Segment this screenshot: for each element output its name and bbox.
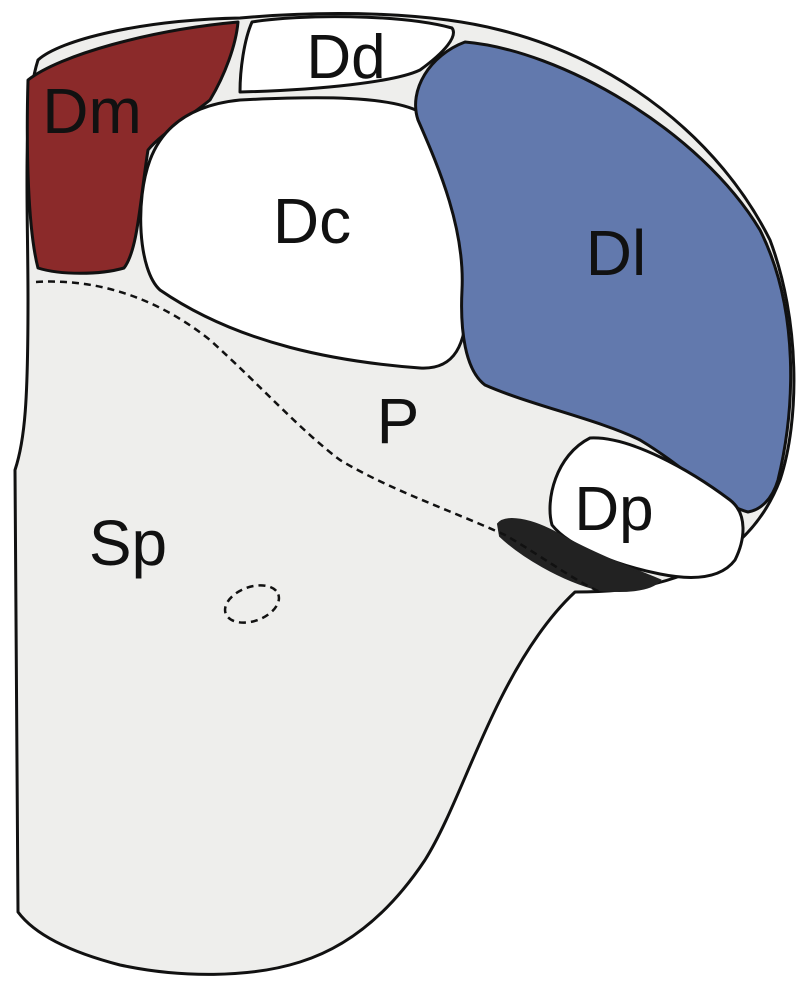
label-dl: Dl <box>586 217 646 289</box>
label-dm: Dm <box>42 75 142 147</box>
label-dc: Dc <box>273 185 351 257</box>
label-p: P <box>377 385 420 457</box>
label-sp: Sp <box>89 507 167 579</box>
label-dd: Dd <box>306 23 385 92</box>
label-dp: Dp <box>574 475 653 544</box>
